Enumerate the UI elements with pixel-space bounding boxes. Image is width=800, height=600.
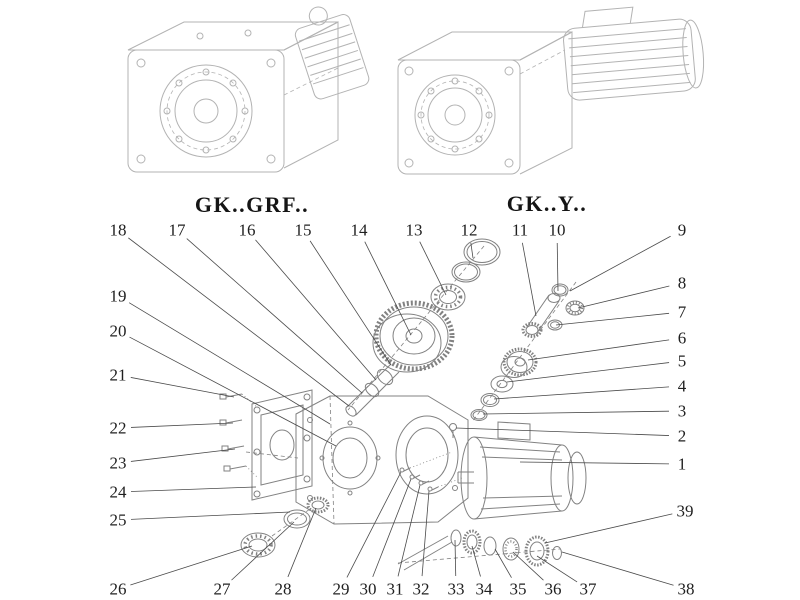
part-callout-21: 21 (109, 365, 127, 385)
part-callout-9: 9 (677, 220, 687, 240)
part-callout-24: 24 (109, 482, 127, 502)
part-callout-12: 12 (460, 220, 478, 240)
part-callout-2: 2 (677, 426, 687, 446)
part-callout-38: 38 (677, 579, 695, 599)
part-callout-3: 3 (677, 401, 687, 421)
output-shaft-drawing (345, 363, 400, 417)
part-callout-32: 32 (412, 579, 430, 599)
big-gear-drawing (372, 300, 455, 373)
part-callout-31: 31 (386, 579, 404, 599)
part-callout-1: 1 (677, 454, 687, 474)
small-rings-drawing (547, 283, 585, 331)
part-callout-8: 8 (677, 273, 687, 293)
output-parts-row-drawing (397, 529, 562, 571)
exploded-assembly-drawing (219, 238, 587, 571)
part-callout-37: 37 (579, 579, 597, 599)
part-callout-30: 30 (359, 579, 377, 599)
part-callout-19: 19 (109, 286, 127, 306)
part-callout-35: 35 (509, 579, 527, 599)
retaining-rings-drawing (451, 238, 501, 283)
model-label-gk-y: GK..Y.. (506, 191, 588, 216)
input-cover-fins-drawing (294, 6, 370, 100)
part-callout-22: 22 (109, 418, 127, 438)
part-callout-33: 33 (447, 579, 465, 599)
motor-drawing (457, 421, 587, 520)
intermediate-gear-drawing (470, 347, 538, 421)
part-callout-17: 17 (168, 220, 186, 240)
part-callout-26: 26 (109, 579, 127, 599)
part-callout-10: 10 (548, 220, 566, 240)
part-callout-23: 23 (109, 453, 127, 473)
input-pinion-drawing (521, 293, 561, 338)
gearbox-right-drawing (397, 6, 705, 175)
flange-screws-drawing (219, 393, 259, 479)
part-callout-11: 11 (511, 220, 529, 240)
motor-top-drawing (563, 6, 705, 101)
part-callout-5: 5 (677, 351, 687, 371)
gearbox-left-drawing (127, 6, 370, 173)
part-callout-4: 4 (677, 376, 687, 396)
part-callout-7: 7 (677, 302, 687, 322)
vent-plug-drawing (449, 423, 457, 438)
leader-lines (128, 235, 674, 586)
part-callout-39: 39 (676, 501, 694, 521)
part-callout-27: 27 (213, 579, 231, 599)
bottom-left-bearings-drawing (240, 496, 330, 558)
part-callout-28: 28 (274, 579, 292, 599)
part-callout-15: 15 (294, 220, 312, 240)
part-callout-14: 14 (350, 220, 368, 240)
flange-bolts-drawing (399, 451, 463, 492)
model-label-gk-grf: GK..GRF.. (194, 192, 310, 217)
bearing-drawing (430, 283, 466, 311)
part-callout-34: 34 (475, 579, 493, 599)
part-callout-29: 29 (332, 579, 350, 599)
part-callout-13: 13 (405, 220, 423, 240)
housing-drawing (295, 395, 469, 525)
mounting-flange-drawing (251, 389, 313, 501)
part-callout-25: 25 (109, 510, 127, 530)
part-callout-16: 16 (238, 220, 256, 240)
part-callout-20: 20 (109, 321, 127, 341)
part-callout-18: 18 (109, 220, 127, 240)
part-callout-6: 6 (677, 328, 687, 348)
part-callout-36: 36 (544, 579, 562, 599)
